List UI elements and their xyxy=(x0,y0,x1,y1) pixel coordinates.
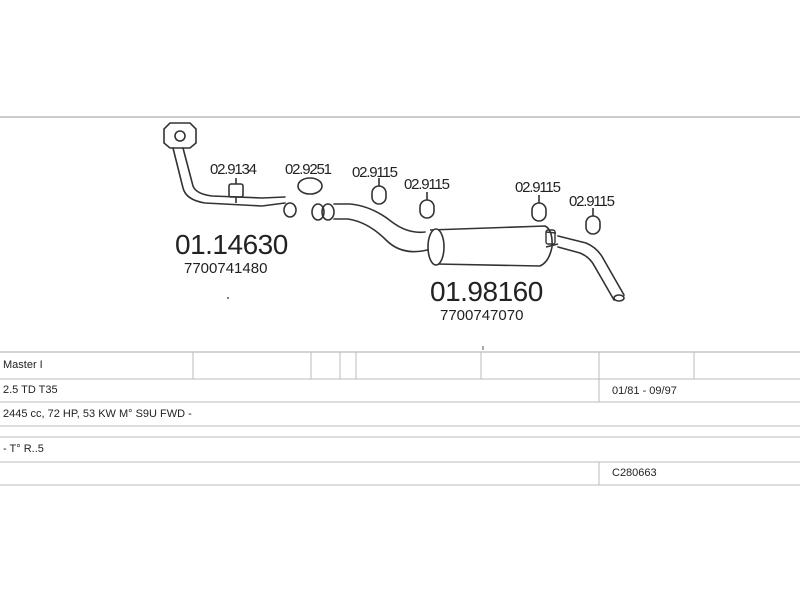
vehicle-code: C280663 xyxy=(612,467,657,479)
label-front-pipe: 01.14630 xyxy=(175,229,288,260)
silencer-drawing xyxy=(427,225,559,267)
info-table-grid xyxy=(0,352,800,486)
hanger-3-drawing xyxy=(531,195,547,222)
gasket-1-drawing xyxy=(228,178,244,203)
label-hanger-3: 02.9115 xyxy=(515,179,561,196)
front-pipe-line-top xyxy=(172,147,286,207)
flange-shape xyxy=(163,122,197,149)
front-pipe-line-bottom xyxy=(182,147,286,199)
vehicle-note: - T° R..5 xyxy=(3,443,44,455)
dot-mark xyxy=(227,297,229,299)
label-hanger-2: 02.9115 xyxy=(404,176,450,193)
label-hanger-4: 02.9115 xyxy=(569,193,615,210)
clamp-drawing xyxy=(545,229,556,245)
tail-pipe-drawing xyxy=(557,235,625,302)
middle-pipe-drawing xyxy=(333,203,428,253)
label-silencer: 01.98160 xyxy=(430,276,543,307)
label-gasket-2: 02.9251 xyxy=(285,161,332,178)
label-gasket-1: 02.9134 xyxy=(210,161,257,178)
hanger-2-drawing xyxy=(419,192,435,219)
hanger-1-drawing xyxy=(371,178,387,205)
vehicle-engine: 2.5 TD T35 xyxy=(3,384,58,396)
label-front-pipe-oe: 7700741480 xyxy=(184,260,267,277)
vehicle-years: 01/81 - 09/97 xyxy=(612,385,677,397)
flange-hole xyxy=(174,130,186,142)
joint-ring-drawing xyxy=(311,203,335,221)
vehicle-spec: 2445 cc, 72 HP, 53 KW M° S9U FWD - xyxy=(3,408,192,420)
gasket-2-drawing xyxy=(297,177,323,195)
front-pipe-end xyxy=(283,202,297,218)
label-hanger-1: 02.9115 xyxy=(352,164,398,181)
vehicle-model: Master I xyxy=(3,359,43,371)
front-pipe-drawing xyxy=(163,122,297,218)
hanger-4-drawing xyxy=(585,208,601,235)
label-silencer-oe: 7700747070 xyxy=(440,307,523,324)
